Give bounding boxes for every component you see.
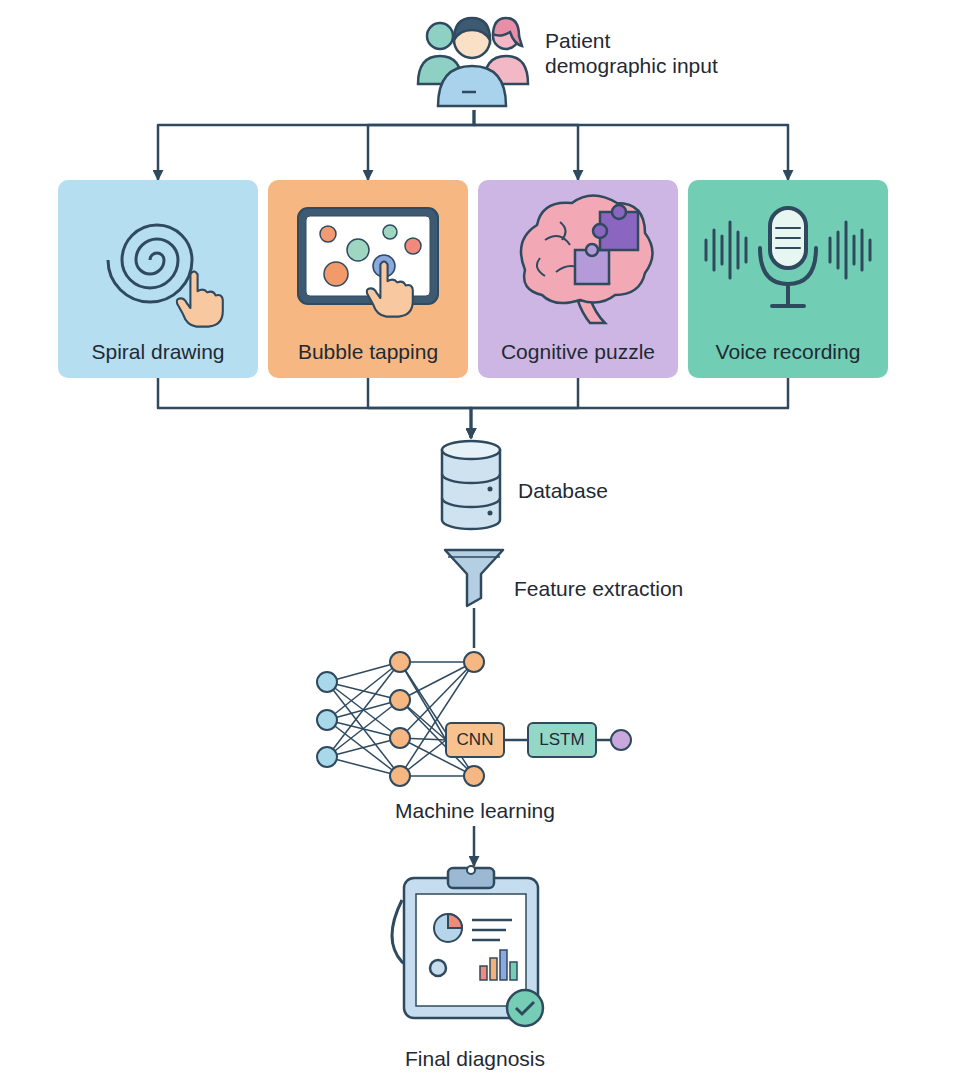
database-icon [442,441,500,529]
network-link [327,662,400,720]
bar [510,962,517,980]
person-body [438,66,506,106]
hidden-neuron [464,766,484,786]
hidden-neuron [390,652,410,672]
pie-chart [434,914,462,942]
clipboard-clip [448,868,494,888]
input-neuron [317,747,337,767]
node-label: Final diagnosis [380,1046,570,1071]
hidden-neuron [390,728,410,748]
node-label: Voice recording [688,339,888,364]
connector-line [474,110,788,180]
input-neuron [317,672,337,692]
network-neurons [317,652,631,786]
node-label: Spiral drawing [58,339,258,364]
patient-icon [418,18,528,106]
pie-slice [448,914,462,928]
cylinder-body [442,450,500,529]
person-body [418,56,462,84]
funnel-icon [445,550,503,606]
network-link [400,661,474,663]
output-neuron [611,730,631,750]
clip-hole [467,866,475,874]
cylinder-band [442,474,500,507]
bar [500,950,507,980]
network-link [400,775,474,777]
clipboard-board [404,878,538,1018]
input-node: Patient demographic input [415,8,735,110]
network-link [400,662,474,776]
connector-line [368,110,474,180]
connector-line [473,826,476,866]
node-label: LSTM [529,724,595,756]
test-box: Spiral drawing [58,180,258,378]
person-head [427,23,453,49]
network-link [327,757,400,776]
node-label: Cognitive puzzle [478,339,678,364]
person-head [454,22,490,58]
cylinder-top [442,441,500,459]
input-neuron [317,710,337,730]
connector-line [474,110,578,180]
status-dot [488,487,493,492]
layer-box: LSTM [527,722,597,758]
hidden-neuron [464,652,484,672]
output-link [597,739,611,742]
network-link [327,682,400,776]
node-label: Feature extraction [514,576,694,601]
stethoscope-chest [430,960,446,976]
person-hair [454,18,490,40]
output-node: Final diagnosis [380,866,570,1076]
network-link [327,662,400,682]
check-badge [507,990,543,1026]
bar [480,966,487,980]
funnel-rim [448,556,500,558]
badge [462,91,476,94]
person-head [493,23,519,49]
node-label: CNN [447,724,503,756]
test-box: Bubble tapping [268,180,468,378]
process-node: Feature extraction [446,546,696,608]
layer-box: CNN [445,722,505,758]
connector-line [368,378,471,438]
model-node: Machine learning CNN LSTM [310,648,640,826]
person-hair [493,18,522,46]
test-box: Cognitive puzzle [478,180,678,378]
hidden-neuron [390,766,410,786]
storage-node: Database [438,438,638,533]
node-label: Patient demographic input [545,28,730,78]
network-link [327,700,400,757]
clipboard-paper [416,894,526,1006]
connector-line [158,110,474,180]
connector-line [473,608,476,648]
network-links [327,662,611,776]
hidden-neuron [390,690,410,710]
check-mark [516,1002,534,1014]
status-dot [488,511,493,516]
test-box: Voice recording [688,180,888,378]
connector-line [158,378,471,438]
network-link [400,662,474,700]
connector-line [505,739,527,742]
network-link [400,662,474,776]
person-body [484,56,528,84]
network-link [327,662,400,757]
connector-line [471,378,788,438]
node-label: Bubble tapping [268,339,468,364]
node-label: Machine learning [310,798,640,823]
funnel-shape [445,550,503,606]
bar [490,958,497,980]
text-lines [472,920,512,940]
node-label: Database [518,478,638,503]
network-link [327,738,400,757]
clipboard-icon [392,866,543,1026]
stethoscope-tube [392,900,430,969]
